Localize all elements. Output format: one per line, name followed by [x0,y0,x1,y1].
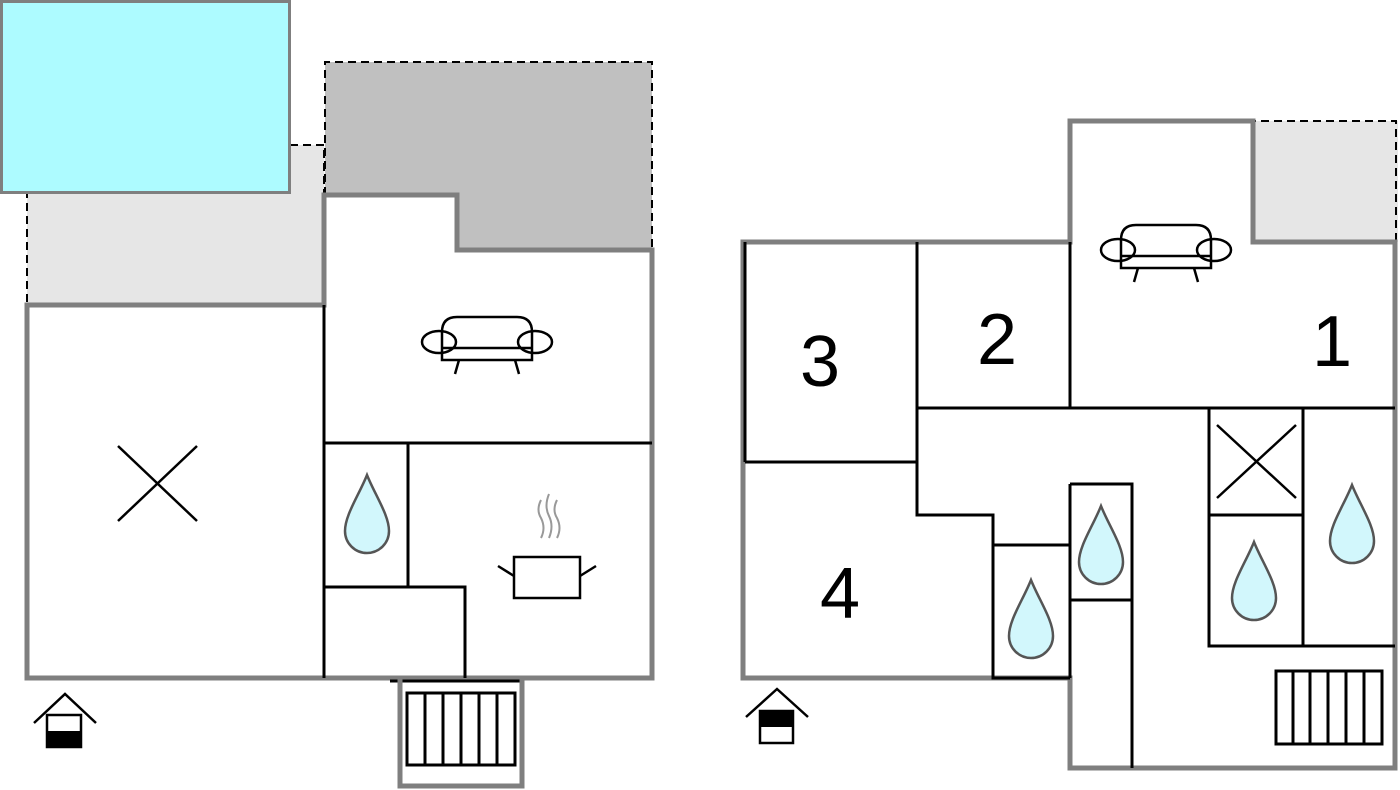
outer-wall [24,192,655,681]
room-label-3: 3 [800,322,840,402]
kitchen-pot-icon [497,493,597,600]
upper-floor-plan: 1 2 3 4 [740,118,1398,771]
room-label-4: 4 [820,554,860,634]
terrace-light [1253,121,1398,242]
floor-indicator-icon [33,692,97,749]
stairs-icon [397,678,525,789]
terrace-dark [325,62,652,250]
water-drop-icon [1328,483,1376,565]
ground-floor-plan [0,0,655,789]
stairs-icon [1274,669,1384,746]
sofa-icon [1099,223,1233,284]
bed-x-icon [1216,424,1297,499]
room-label-2: 2 [977,300,1017,380]
outer-wall [740,118,1398,771]
water-drop-icon [1230,540,1278,622]
water-drop-icon [1007,578,1055,660]
bed-x-icon [117,445,198,522]
water-drop-icon [1077,504,1125,586]
floor-indicator-icon [745,687,809,745]
water-drop-icon [343,473,391,555]
sofa-icon [420,315,554,376]
pool [0,0,291,194]
room-label-1: 1 [1312,302,1352,382]
